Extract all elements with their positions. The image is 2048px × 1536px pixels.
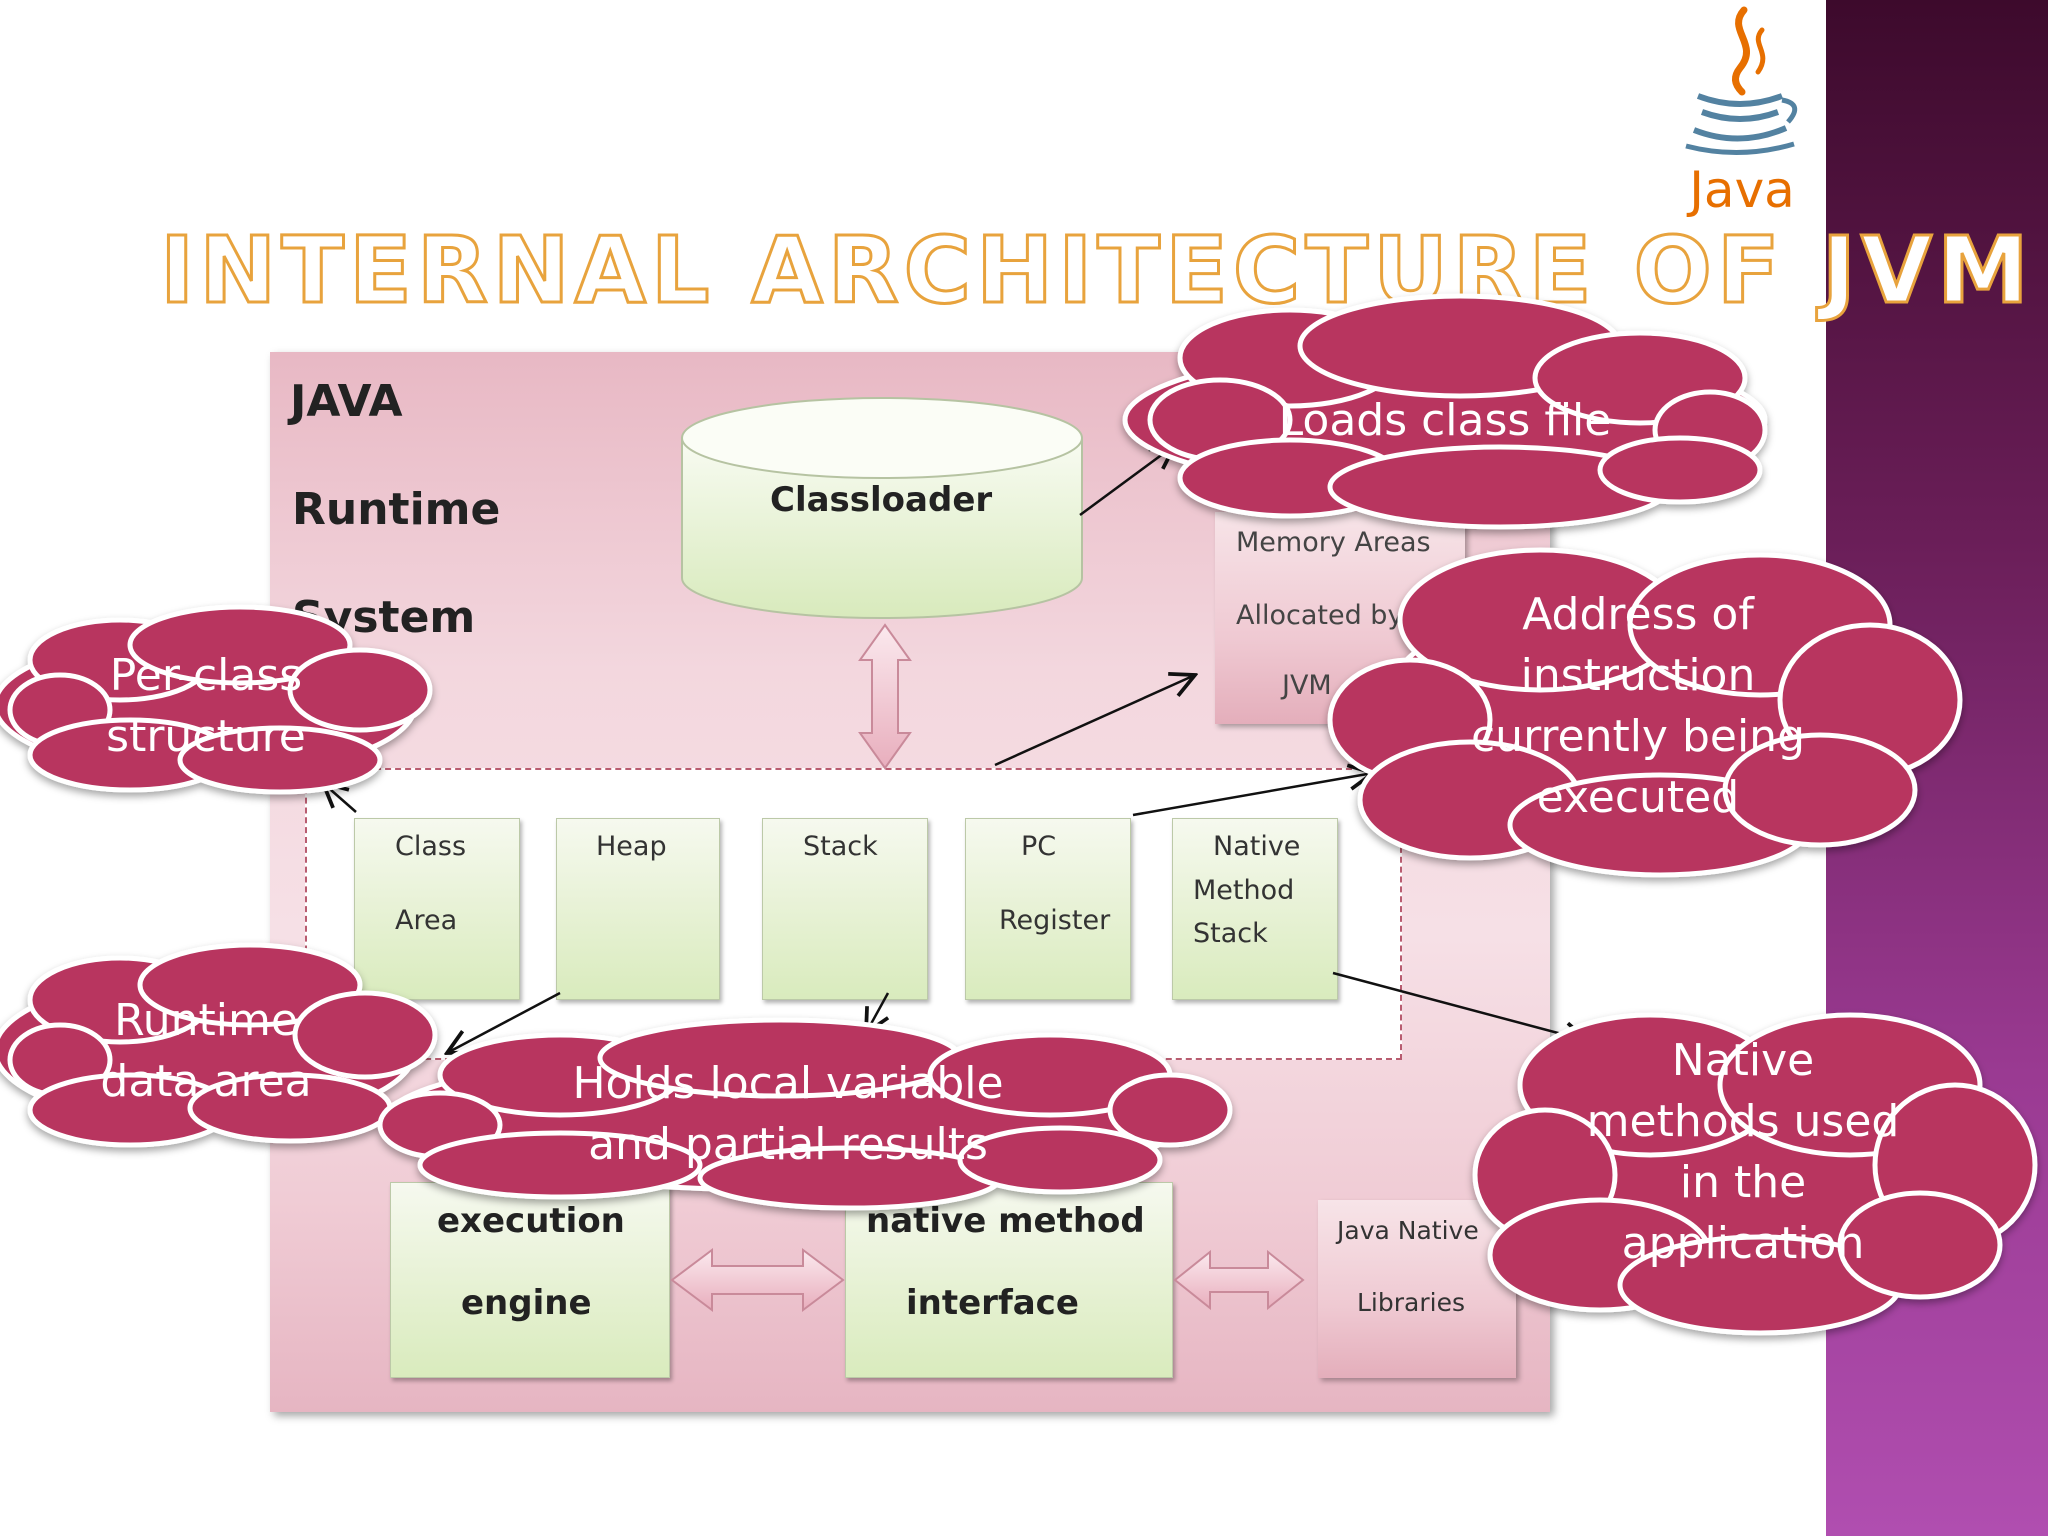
- callout-address-of-instruction: Address of instruction currently being e…: [1470, 589, 1806, 823]
- arrow-to-runtime-data-callout: [447, 991, 561, 1053]
- java-native-libraries-box: Java Native Libraries: [1318, 1200, 1516, 1378]
- native-method-stack-box: Native Method Stack: [1172, 818, 1338, 1000]
- cloud-per-class-structure: [0, 604, 433, 795]
- native-method-interface-box: native method interface: [845, 1182, 1173, 1378]
- runtime-label-java: JAVA: [290, 376, 403, 427]
- callout-loads-class-file: Loads class file: [1278, 395, 1612, 446]
- cloud-runtime-data-area: [0, 942, 438, 1148]
- java-logo-text: Java: [1689, 161, 1795, 219]
- cloud-holds-local-variable: [377, 1017, 1233, 1211]
- class-area-box: Class Area: [354, 818, 520, 1000]
- cloud-loads-class-file: [1122, 293, 1768, 530]
- cloud-native-methods-used: [1472, 1012, 2038, 1336]
- interface-libraries-double-arrow: [1173, 1249, 1305, 1311]
- arrow-to-address-callout: [1132, 773, 1373, 817]
- slide-title: INTERNAL ARCHITECTURE OF JVM: [159, 216, 2034, 326]
- callout-holds-local-variable: Holds local variable and partial results: [572, 1058, 1004, 1170]
- callout-native-methods-used: Native methods used in the application: [1586, 1035, 1900, 1269]
- arrow-to-loads-class-file: [1079, 445, 1175, 517]
- runtime-label-runtime: Runtime: [292, 484, 501, 535]
- classloader-double-arrow: [858, 623, 912, 770]
- stack-box: Stack: [762, 818, 928, 1000]
- execution-engine-box: execution engine: [390, 1182, 670, 1378]
- classloader-label: Classloader: [770, 480, 993, 520]
- java-coffee-cup-icon: [1685, 6, 1798, 156]
- heap-box: Heap: [556, 818, 720, 1000]
- pc-register-box: PC Register: [965, 818, 1131, 1000]
- callout-runtime-data-area: Runtime data area: [100, 995, 312, 1107]
- arrow-to-native-methods-callout: [1332, 971, 1588, 1041]
- engine-interface-double-arrow: [670, 1248, 845, 1312]
- callout-per-class-structure: Per-class structure: [106, 650, 306, 762]
- arrow-to-memory-areas: [994, 675, 1195, 767]
- cloud-address-of-instruction: [1327, 547, 1963, 878]
